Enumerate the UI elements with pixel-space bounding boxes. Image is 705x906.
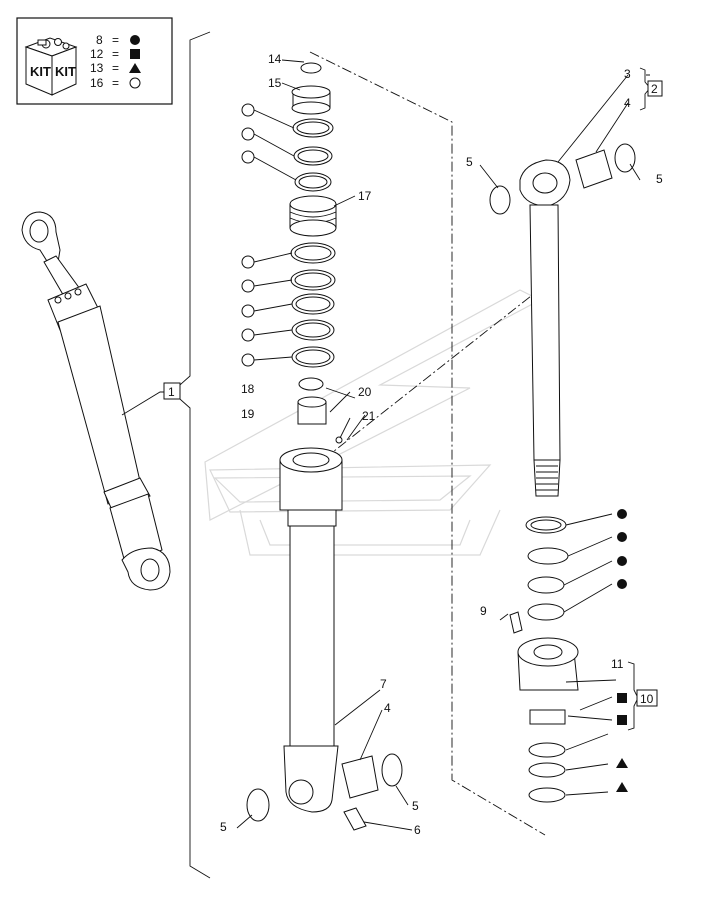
kit-label-right: KIT [55, 64, 76, 79]
kit-label-left: KIT [30, 64, 51, 79]
kit-box-icon: KIT KIT [24, 37, 78, 96]
leader-line [121, 391, 166, 416]
callout-5: 5 [656, 172, 663, 186]
kit-row-eq: = [112, 61, 119, 75]
filled-triangle-icon [129, 63, 141, 73]
open-circle-icon [129, 77, 141, 89]
callout-5: 5 [220, 820, 227, 834]
kit-row-eq: = [112, 76, 119, 90]
kit-row-num: 13 [90, 61, 104, 75]
open-circle-icon [241, 304, 255, 318]
callout-10: 10 [640, 692, 654, 706]
filled-square-icon [617, 715, 627, 725]
callout-14: 14 [268, 52, 282, 66]
callout-5: 5 [412, 799, 419, 813]
open-circle-icon [241, 255, 255, 269]
bushing [341, 755, 379, 799]
callout-box [647, 80, 663, 97]
callout-box [163, 382, 181, 400]
filled-triangle-icon [616, 758, 628, 768]
axis-line [309, 51, 546, 836]
open-circle-icon [241, 127, 255, 141]
watermark-logo [204, 289, 542, 556]
right-seal-stack [509, 516, 579, 803]
kit-row-num: 12 [90, 47, 104, 61]
kit-row-eq: = [112, 47, 119, 61]
assembled-cylinder [21, 211, 171, 591]
callout-17: 17 [358, 189, 372, 203]
callout-7: 7 [380, 677, 387, 691]
callout-20: 20 [358, 385, 372, 399]
callout-4: 4 [384, 701, 391, 715]
cylinder-barrel [279, 447, 343, 813]
seal-ring [246, 788, 270, 822]
seal-ring [489, 185, 511, 215]
callout-21: 21 [362, 409, 376, 423]
axis-line [309, 284, 546, 471]
callout-11: 11 [611, 657, 624, 671]
seal-ring [381, 753, 403, 787]
grease-fitting [343, 807, 367, 831]
callout-4: 4 [624, 96, 631, 110]
kit-row-eq: = [112, 33, 119, 47]
seal-stack [289, 62, 343, 444]
callout-19: 19 [241, 407, 255, 421]
kit-markers-right [563, 509, 628, 796]
kit-16-markers [241, 103, 297, 367]
callout-3: 3 [624, 67, 631, 81]
open-circle-icon [241, 279, 255, 293]
callout-2: 2 [651, 82, 658, 96]
callout-9: 9 [480, 604, 487, 618]
piston-rod [519, 159, 571, 497]
callout-18: 18 [241, 382, 255, 396]
bushing [575, 149, 613, 189]
filled-square-icon [617, 693, 627, 703]
filled-square-icon [130, 49, 140, 59]
callout-6: 6 [414, 823, 421, 837]
open-circle-icon [241, 328, 255, 342]
filled-circle-icon [617, 509, 627, 519]
seal-ring [614, 143, 636, 173]
filled-circle-icon [617, 579, 627, 589]
filled-triangle-icon [616, 782, 628, 792]
callout-1: 1 [168, 385, 175, 399]
open-circle-icon [241, 150, 255, 164]
kit-row-num: 8 [96, 33, 103, 47]
callout-5: 5 [466, 155, 473, 169]
filled-circle-icon [130, 35, 140, 45]
assembly-bracket [171, 31, 211, 879]
filled-circle-icon [617, 556, 627, 566]
kit-legend: KIT KIT 8 = 12 = 13 = 16 = [16, 17, 173, 105]
open-circle-icon [241, 353, 255, 367]
callout-box [636, 689, 658, 707]
kit-row-num: 16 [90, 76, 104, 90]
callout-15: 15 [268, 76, 282, 90]
open-circle-icon [241, 103, 255, 117]
filled-circle-icon [617, 532, 627, 542]
